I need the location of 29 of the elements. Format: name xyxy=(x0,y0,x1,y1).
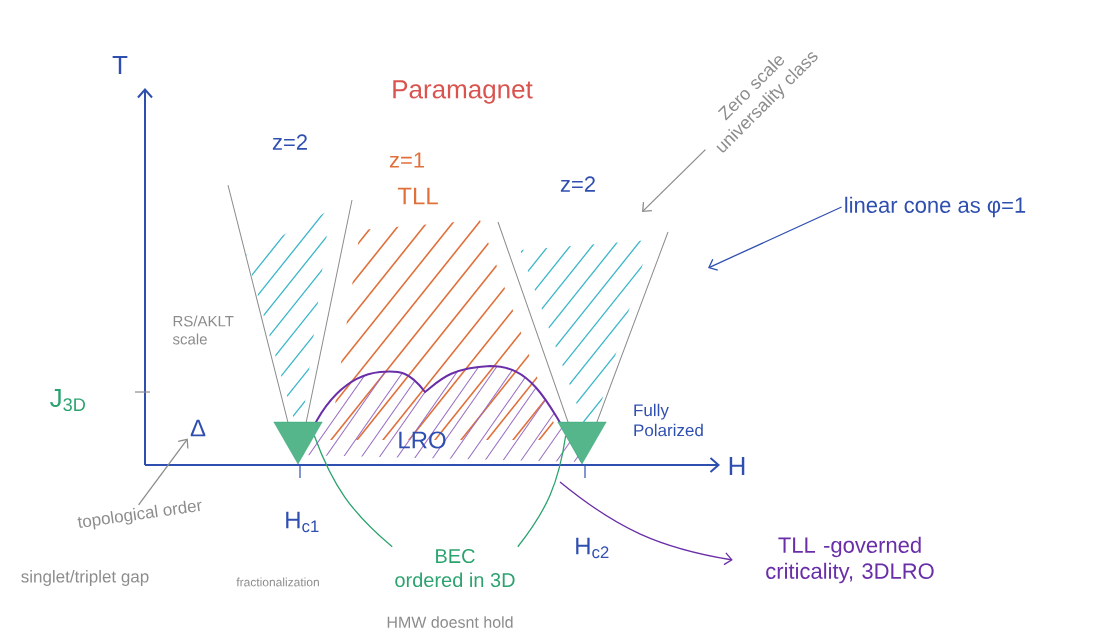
handwritten-label: H xyxy=(729,457,745,475)
annotation-text: TLL -governed criticality, 3DLRO xyxy=(766,536,934,584)
handwritten-label: z=1 xyxy=(389,152,424,168)
shaded-cone-tip xyxy=(273,421,323,465)
arrow xyxy=(708,206,843,271)
handwritten-label: H$_{c2}$ xyxy=(576,537,609,559)
handwritten-label: fractionalization xyxy=(236,577,319,587)
handwritten-label: singlet/triplet gap xyxy=(21,570,149,586)
handwritten-label: RS/AKLT scale xyxy=(172,315,234,345)
leader-line xyxy=(517,435,567,548)
arrow xyxy=(559,481,733,566)
handwritten-label: Fully Polarized xyxy=(634,403,703,437)
annotation-text: topological order xyxy=(77,500,202,530)
shaded-cone-tip xyxy=(557,421,607,465)
handwritten-label: z=2 xyxy=(272,134,307,150)
handwritten-label: Paramagnet xyxy=(393,80,533,104)
handwritten-label: z=2 xyxy=(560,176,595,192)
annotation-text: BEC ordered in 3D xyxy=(395,548,515,588)
handwritten-label: LRO xyxy=(399,431,446,449)
annotation-text: Δ xyxy=(190,419,206,437)
annotation-text: linear cone as φ=1 xyxy=(845,196,1026,218)
leader-line xyxy=(313,435,393,548)
arrow xyxy=(137,438,189,506)
handwritten-label: H$_{c1}$ xyxy=(286,511,319,533)
handwritten-label: J$_{3D}$ xyxy=(50,388,85,412)
arrow xyxy=(642,148,707,212)
handwritten-label: HMW doesnt hold xyxy=(387,616,513,628)
handwritten-label: T xyxy=(112,56,128,74)
handwritten-label: TLL xyxy=(397,187,438,205)
